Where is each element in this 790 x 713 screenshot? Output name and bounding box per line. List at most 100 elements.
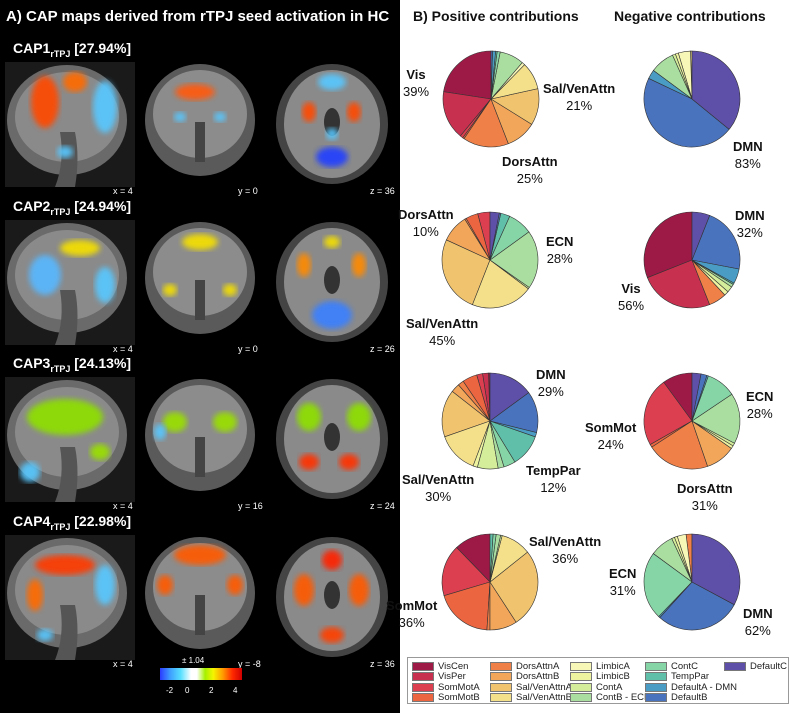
legend-item: SomMotA — [412, 682, 480, 693]
legend-label: LimbicA — [596, 660, 630, 672]
coronal-slice — [145, 222, 255, 334]
sagittal-slice — [5, 535, 135, 660]
activation-blob — [163, 412, 187, 432]
legend-swatch — [490, 693, 512, 702]
legend-label: DefaultA - DMN — [671, 681, 737, 693]
activation-blob — [35, 555, 95, 575]
activation-blob — [20, 462, 40, 482]
pie-slice-defaultc — [691, 211, 711, 261]
slice-coordinate: x = 4 — [113, 501, 133, 511]
legend-label: DefaultC — [750, 660, 787, 672]
legend-swatch — [645, 661, 667, 671]
legend-label: Sal/VenAttnA — [516, 681, 572, 693]
legend-label: TempPar — [671, 671, 710, 682]
legend-swatch — [570, 693, 592, 702]
slice-coordinate: y = -8 — [238, 659, 261, 669]
legend-item: LimbicB — [570, 671, 630, 682]
axial-slice — [276, 64, 388, 184]
pie-slice-dorsattna — [463, 98, 509, 148]
colorbar-threshold: ± 1.04 — [182, 656, 205, 665]
sagittal-slice — [5, 377, 135, 502]
activation-blob — [320, 627, 344, 643]
legend-label: VisPer — [438, 671, 466, 682]
legend-label: ContB - ECN — [596, 692, 651, 703]
colorbar-tick: -2 — [166, 686, 174, 695]
legend-item: DefaultA - DMN — [645, 681, 737, 693]
cap-label: CAP2rTPJ [24.94%] — [13, 198, 132, 217]
legend-item: DorsAttnA — [490, 661, 559, 672]
legend-item: ContC — [645, 661, 698, 672]
activation-blob — [322, 550, 342, 570]
slice-coordinate: z = 36 — [370, 659, 395, 669]
coronal-slice — [145, 537, 255, 649]
pie-cap1-negative — [643, 50, 741, 148]
slice-coordinate: z = 36 — [370, 186, 395, 196]
legend-item: ContA — [570, 681, 623, 693]
colorbar — [160, 668, 242, 680]
legend-label: ContA — [596, 681, 623, 693]
pie-slice-defaultc — [489, 211, 500, 261]
legend-swatch — [490, 672, 512, 681]
activation-blob — [223, 284, 237, 296]
slice-coordinate: y = 16 — [238, 501, 263, 511]
axial-slice — [276, 222, 388, 342]
slice-coordinate: x = 4 — [113, 659, 133, 669]
activation-blob — [29, 255, 61, 295]
activation-blob — [316, 147, 348, 167]
activation-blob — [57, 146, 73, 158]
positive-header: B) Positive contributions — [413, 8, 579, 24]
sagittal-slice — [5, 220, 135, 345]
pie-slice-sal-venattna — [441, 239, 491, 306]
legend-swatch — [570, 682, 592, 692]
legend-label: LimbicB — [596, 671, 630, 682]
activation-blob — [37, 629, 53, 641]
pie-slice-visper — [442, 91, 492, 137]
activation-blob — [347, 102, 361, 122]
activation-blob — [95, 267, 115, 303]
axial-slice — [276, 379, 388, 499]
legend-swatch — [490, 682, 512, 692]
legend-item: VisCen — [412, 660, 469, 672]
legend-item: TempPar — [645, 671, 710, 682]
slice-coordinate: x = 4 — [113, 186, 133, 196]
pie-cap2-negative — [643, 211, 741, 309]
activation-blob — [63, 72, 87, 92]
pie-slice-defaultc — [691, 533, 741, 606]
pie-slice-sommota — [643, 381, 693, 445]
legend-label: DorsAttnB — [516, 671, 560, 682]
pie-cap1-positive — [442, 50, 540, 148]
legend-label: DefaultB — [671, 692, 708, 703]
pie-slice-contc — [643, 553, 693, 618]
legend-item: DefaultC — [724, 660, 787, 672]
activation-blob — [326, 128, 338, 140]
activation-blob — [163, 284, 177, 296]
legend-swatch — [412, 693, 434, 702]
legend-swatch — [570, 672, 592, 681]
legend-label: VisCen — [438, 660, 469, 672]
pie-slice-viscen — [643, 211, 693, 279]
activation-blob — [297, 253, 311, 277]
legend-item: VisPer — [412, 671, 466, 682]
legend-swatch — [645, 693, 667, 702]
legend-swatch — [724, 661, 746, 671]
pie-slice-sommota — [441, 547, 491, 597]
pie-slice-defaultb — [691, 214, 741, 270]
legend-swatch — [645, 672, 667, 681]
pie-slice-defaultc — [489, 372, 530, 422]
colorbar-tick: 0 — [185, 686, 190, 695]
legend-label: SomMotB — [438, 692, 480, 703]
activation-blob — [175, 84, 215, 100]
activation-blob — [90, 444, 110, 460]
coronal-slice — [145, 64, 255, 176]
